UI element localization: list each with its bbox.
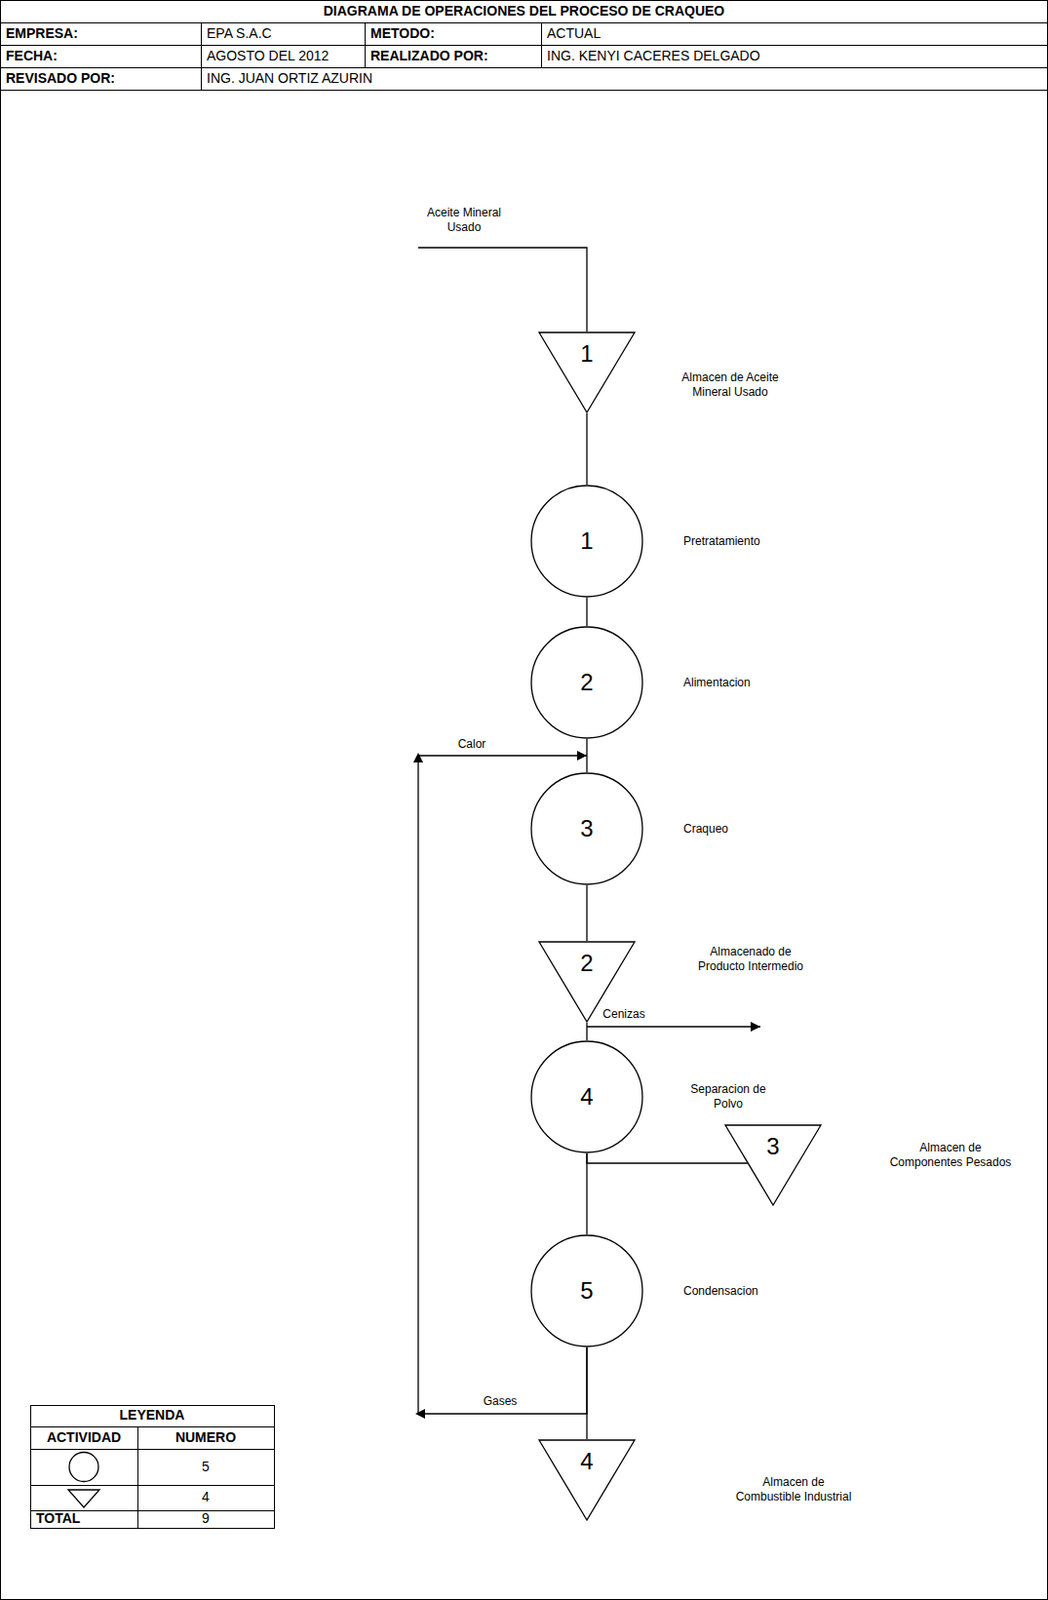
step-number: 1 xyxy=(538,339,636,369)
input-label: Aceite Mineral Usado xyxy=(419,205,509,235)
legend-total-value: 9 xyxy=(137,1510,274,1528)
output-label: Cenizas xyxy=(600,1007,647,1022)
grid-line xyxy=(0,22,1048,24)
table-value: ING. KENYI CACERES DELGADO xyxy=(541,44,1048,68)
step-number: 3 xyxy=(530,814,644,844)
step-label: Almacen de Componentes Pesados xyxy=(885,1140,1016,1170)
edge-label: Gases xyxy=(481,1394,520,1409)
step-label: Craqueo xyxy=(683,821,729,837)
legend-circle-symbol xyxy=(69,1452,99,1482)
grid-line xyxy=(30,1448,274,1450)
header-grid xyxy=(0,22,1048,91)
table-key: EMPRESA: xyxy=(0,22,201,45)
grid-line xyxy=(0,67,1048,69)
table-value: EPA S.A.C xyxy=(200,22,365,45)
step-label: Separacion de Polvo xyxy=(683,1082,774,1112)
step-number: 2 xyxy=(538,948,636,978)
legend-frame xyxy=(31,1405,275,1529)
table-value: AGOSTO DEL 2012 xyxy=(200,44,365,68)
diagram-title: DIAGRAMA DE OPERACIONES DEL PROCESO DE C… xyxy=(0,0,1048,23)
grid-line xyxy=(364,22,366,68)
operation-circle: 3Craqueo xyxy=(530,772,644,886)
triangle-outline xyxy=(539,332,635,413)
triangle-outline xyxy=(725,1125,821,1205)
grid-line xyxy=(541,22,543,68)
legend-count: 4 xyxy=(137,1484,274,1511)
step-label: Almacen de Combustible Industrial xyxy=(733,1474,854,1505)
storage-triangle: 4Almacen de Combustible Industrial xyxy=(538,1438,636,1521)
flow-line xyxy=(585,597,587,626)
legend-heading: LEYENDA xyxy=(30,1404,274,1427)
table-value: ING. JUAN ORTIZ AZURIN xyxy=(200,67,1048,90)
grid-line xyxy=(30,1484,274,1486)
circle-outline xyxy=(531,773,643,885)
flow-line xyxy=(585,1153,587,1235)
step-number: 3 xyxy=(724,1131,822,1162)
step-label: Almacenado de Producto Intermedio xyxy=(693,944,809,974)
storage-triangle: 1Almacen de Aceite Mineral Usado xyxy=(538,331,636,414)
flow-line xyxy=(585,885,587,941)
table-key: FECHA: xyxy=(0,44,201,68)
legend-table xyxy=(30,1405,275,1529)
legend-header: ACTIVIDAD xyxy=(30,1426,138,1449)
operation-circle: 4Separacion de Polvo xyxy=(530,1040,644,1154)
circle-outline xyxy=(531,485,643,597)
grid-line xyxy=(30,1426,274,1428)
table-key: METODO: xyxy=(364,22,542,45)
circle-outline xyxy=(531,1041,643,1153)
step-label: Pretratamiento xyxy=(683,534,761,549)
step-number: 5 xyxy=(530,1276,644,1306)
grid-line xyxy=(200,22,202,90)
flow-line xyxy=(585,413,587,485)
legend-triangle-symbol xyxy=(68,1489,100,1508)
input-line xyxy=(418,247,587,332)
step-number: 4 xyxy=(538,1446,636,1476)
legend-count: 5 xyxy=(137,1448,274,1485)
table-value: ACTUAL xyxy=(541,22,1048,45)
flow-line xyxy=(586,1153,748,1164)
grid-line xyxy=(137,1426,139,1528)
circle-outline xyxy=(531,626,643,738)
step-number: 1 xyxy=(530,526,644,556)
legend-total: TOTAL xyxy=(30,1510,138,1528)
operation-circle: 5Condensacion xyxy=(530,1234,644,1348)
operation-circle: 2Alimentacion xyxy=(530,625,644,739)
table-key: REVISADO POR: xyxy=(0,67,201,90)
triangle-outline xyxy=(539,941,635,1022)
step-number: 2 xyxy=(530,667,644,698)
triangle-outline xyxy=(539,1439,635,1520)
step-label: Alimentacion xyxy=(683,675,751,691)
legend-header: NUMERO xyxy=(137,1426,274,1449)
table-key: REALIZADO POR: xyxy=(364,44,542,68)
step-label: Condensacion xyxy=(683,1283,759,1299)
operation-circle: 1Pretratamiento xyxy=(530,484,644,598)
storage-triangle: 3Almacen de Componentes Pesados xyxy=(724,1124,822,1206)
grid-line xyxy=(0,89,1048,91)
step-number: 4 xyxy=(530,1082,644,1112)
step-label: Almacen de Aceite Mineral Usado xyxy=(674,370,786,400)
circle-outline xyxy=(531,1235,643,1347)
input-label: Calor xyxy=(456,737,489,752)
flow-line xyxy=(585,1022,587,1041)
output-arrow xyxy=(586,1025,761,1027)
grid-line xyxy=(0,44,1048,46)
